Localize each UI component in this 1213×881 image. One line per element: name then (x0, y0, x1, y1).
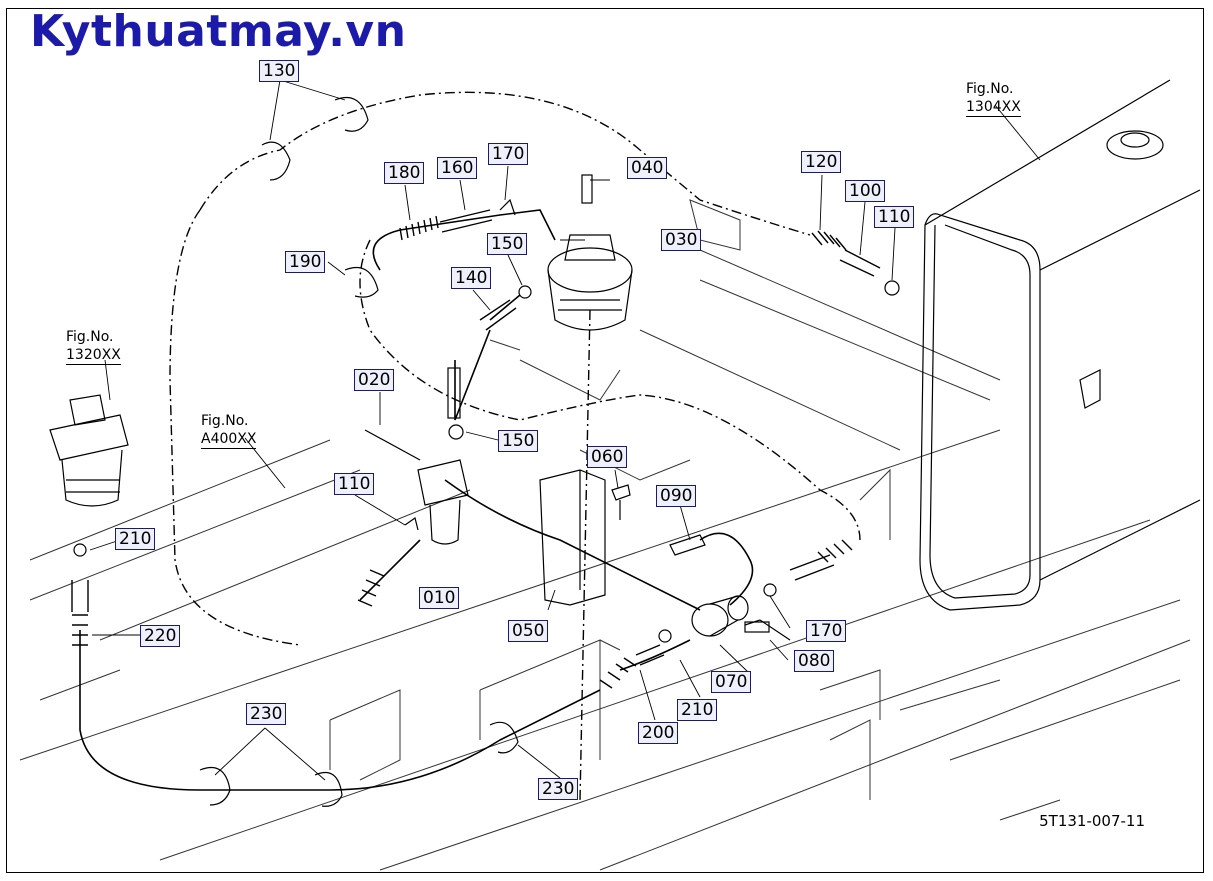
watermark-logo: Kythuatmay.vn (30, 6, 407, 57)
callout-150-mid[interactable]: 150 (498, 430, 539, 452)
callout-030[interactable]: 030 (661, 229, 702, 251)
fig-ref-1304[interactable]: Fig.No. 1304XX (966, 80, 1021, 117)
fuel-filter-030 (547, 174, 633, 331)
callout-050[interactable]: 050 (508, 620, 549, 642)
callout-160[interactable]: 160 (437, 157, 478, 179)
clamps (73, 96, 900, 807)
fuel-filter-1320 (49, 394, 129, 507)
callout-110-left[interactable]: 110 (334, 473, 375, 495)
fuel-tank (919, 79, 1201, 611)
drawing-number: 5T131-007-11 (1039, 812, 1145, 830)
callout-010[interactable]: 010 (419, 587, 460, 609)
fig-ref-1320-label: Fig.No. (66, 329, 114, 345)
bolts (611, 484, 791, 641)
callout-080[interactable]: 080 (794, 650, 835, 672)
fig-ref-a400[interactable]: Fig.No. A400XX (201, 412, 257, 449)
callout-150-top[interactable]: 150 (487, 233, 528, 255)
callout-230-bottom[interactable]: 230 (538, 778, 579, 800)
callout-100[interactable]: 100 (845, 180, 886, 202)
fig-ref-1320-code: 1320XX (66, 347, 121, 365)
fig-ref-a400-label: Fig.No. (201, 413, 249, 429)
callout-070[interactable]: 070 (711, 671, 752, 693)
return-hose (169, 91, 861, 801)
callout-040[interactable]: 040 (627, 157, 668, 179)
diagram-frame (6, 8, 1204, 873)
callout-090[interactable]: 090 (656, 485, 697, 507)
water-separator-010 (364, 367, 469, 545)
fuel-pump-070 (669, 534, 770, 637)
callout-060[interactable]: 060 (587, 446, 628, 468)
fig-ref-1304-code: 1304XX (966, 99, 1021, 117)
callout-230-left[interactable]: 230 (246, 703, 287, 725)
fuel-lines (79, 209, 754, 791)
callout-020[interactable]: 020 (354, 369, 395, 391)
bracket-050 (539, 469, 606, 606)
hoses (71, 209, 881, 666)
callout-180[interactable]: 180 (384, 162, 425, 184)
callout-190[interactable]: 190 (285, 251, 326, 273)
callout-210-bottom[interactable]: 210 (677, 699, 718, 721)
callout-120[interactable]: 120 (801, 151, 842, 173)
callout-130[interactable]: 130 (259, 60, 300, 82)
callout-170-bottom[interactable]: 170 (806, 620, 847, 642)
callout-170-top[interactable]: 170 (488, 143, 529, 165)
callout-220[interactable]: 220 (140, 625, 181, 647)
leader-lines (89, 79, 1041, 781)
fig-ref-1320[interactable]: Fig.No. 1320XX (66, 328, 121, 365)
callout-110-right[interactable]: 110 (874, 206, 915, 228)
callout-140[interactable]: 140 (451, 267, 492, 289)
fig-ref-1304-label: Fig.No. (966, 81, 1014, 97)
fig-ref-a400-code: A400XX (201, 431, 257, 449)
callout-200[interactable]: 200 (638, 722, 679, 744)
chassis-frame (19, 199, 1191, 871)
callout-210-left[interactable]: 210 (115, 528, 156, 550)
